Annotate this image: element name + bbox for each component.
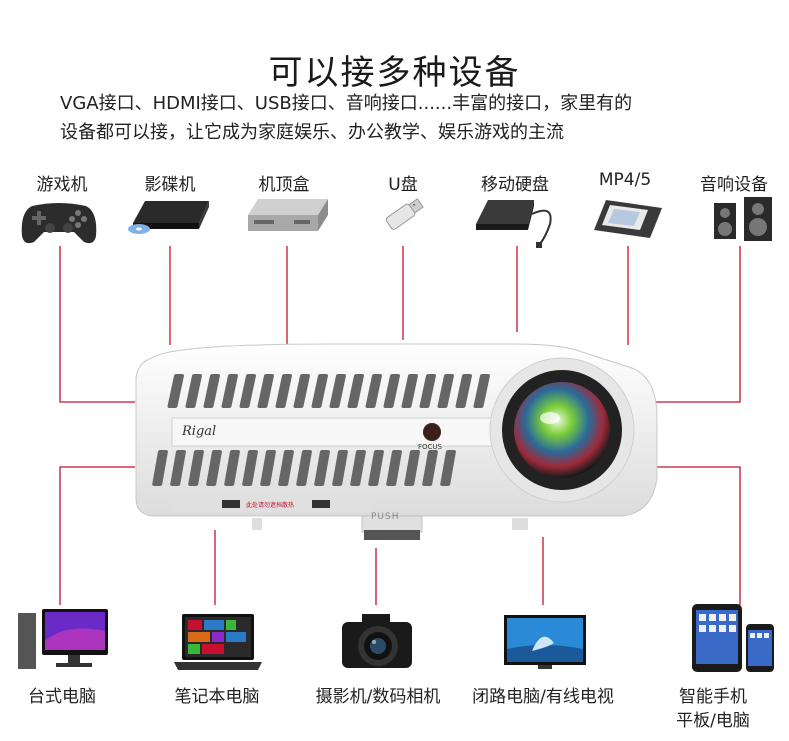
gamepad-icon bbox=[21, 203, 97, 244]
connector-gamepad bbox=[59, 246, 135, 403]
projector-brand: Rigal bbox=[182, 424, 217, 439]
projector-icon bbox=[135, 343, 658, 540]
connector-speakers bbox=[655, 246, 741, 403]
label-tv: 闭路电脑/有线电视 bbox=[472, 687, 614, 707]
label-set-top-box: 机顶盒 bbox=[258, 175, 310, 195]
camera-icon bbox=[342, 614, 412, 668]
intro-line-2: 设备都可以接，让它成为家庭娱乐、办公教学、娱乐游戏的主流 bbox=[60, 122, 564, 143]
speakers-icon bbox=[714, 197, 772, 241]
label-desktop-computer: 台式电脑 bbox=[28, 687, 96, 707]
label-gamepad: 游戏机 bbox=[36, 175, 88, 195]
dvd-player-icon bbox=[128, 201, 209, 234]
tablet-phone-icon bbox=[692, 604, 774, 672]
set-top-box-icon bbox=[248, 199, 328, 231]
intro-line-1: VGA接口、HDMI接口、USB接口、音响接口......丰富的接口，家里有的 bbox=[60, 93, 633, 114]
page-title: 可以接多种设备 bbox=[268, 52, 521, 93]
label-smartphone: 智能手机 bbox=[679, 687, 747, 707]
projector-push-label: PUSH bbox=[371, 512, 400, 522]
label-usb-drive: U盘 bbox=[388, 175, 418, 195]
intro-text: VGA接口、HDMI接口、USB接口、音响接口......丰富的接口，家里有的 … bbox=[60, 89, 760, 147]
media-player-icon bbox=[594, 200, 662, 238]
usb-drive-icon bbox=[385, 198, 424, 230]
label-external-hdd: 移动硬盘 bbox=[481, 175, 549, 195]
projector-warning-text: 此处请勿遮挡散热 bbox=[246, 502, 295, 509]
connector-tablet bbox=[655, 466, 741, 605]
desktop-computer-icon bbox=[18, 609, 108, 669]
label-camera: 摄影机/数码相机 bbox=[315, 687, 441, 707]
projector-focus-label: FOCUS bbox=[418, 443, 442, 451]
label-media-player: MP4/5 bbox=[598, 170, 652, 190]
laptop-icon bbox=[174, 614, 262, 670]
connector-desktop bbox=[59, 466, 135, 605]
label-dvd-player: 影碟机 bbox=[144, 175, 196, 195]
label-speakers: 音响设备 bbox=[700, 175, 768, 195]
label-tablet-computer: 平板/电脑 bbox=[676, 711, 750, 731]
label-laptop: 笔记本电脑 bbox=[174, 687, 260, 707]
external-hdd-icon bbox=[476, 200, 552, 248]
tv-icon bbox=[504, 615, 586, 669]
